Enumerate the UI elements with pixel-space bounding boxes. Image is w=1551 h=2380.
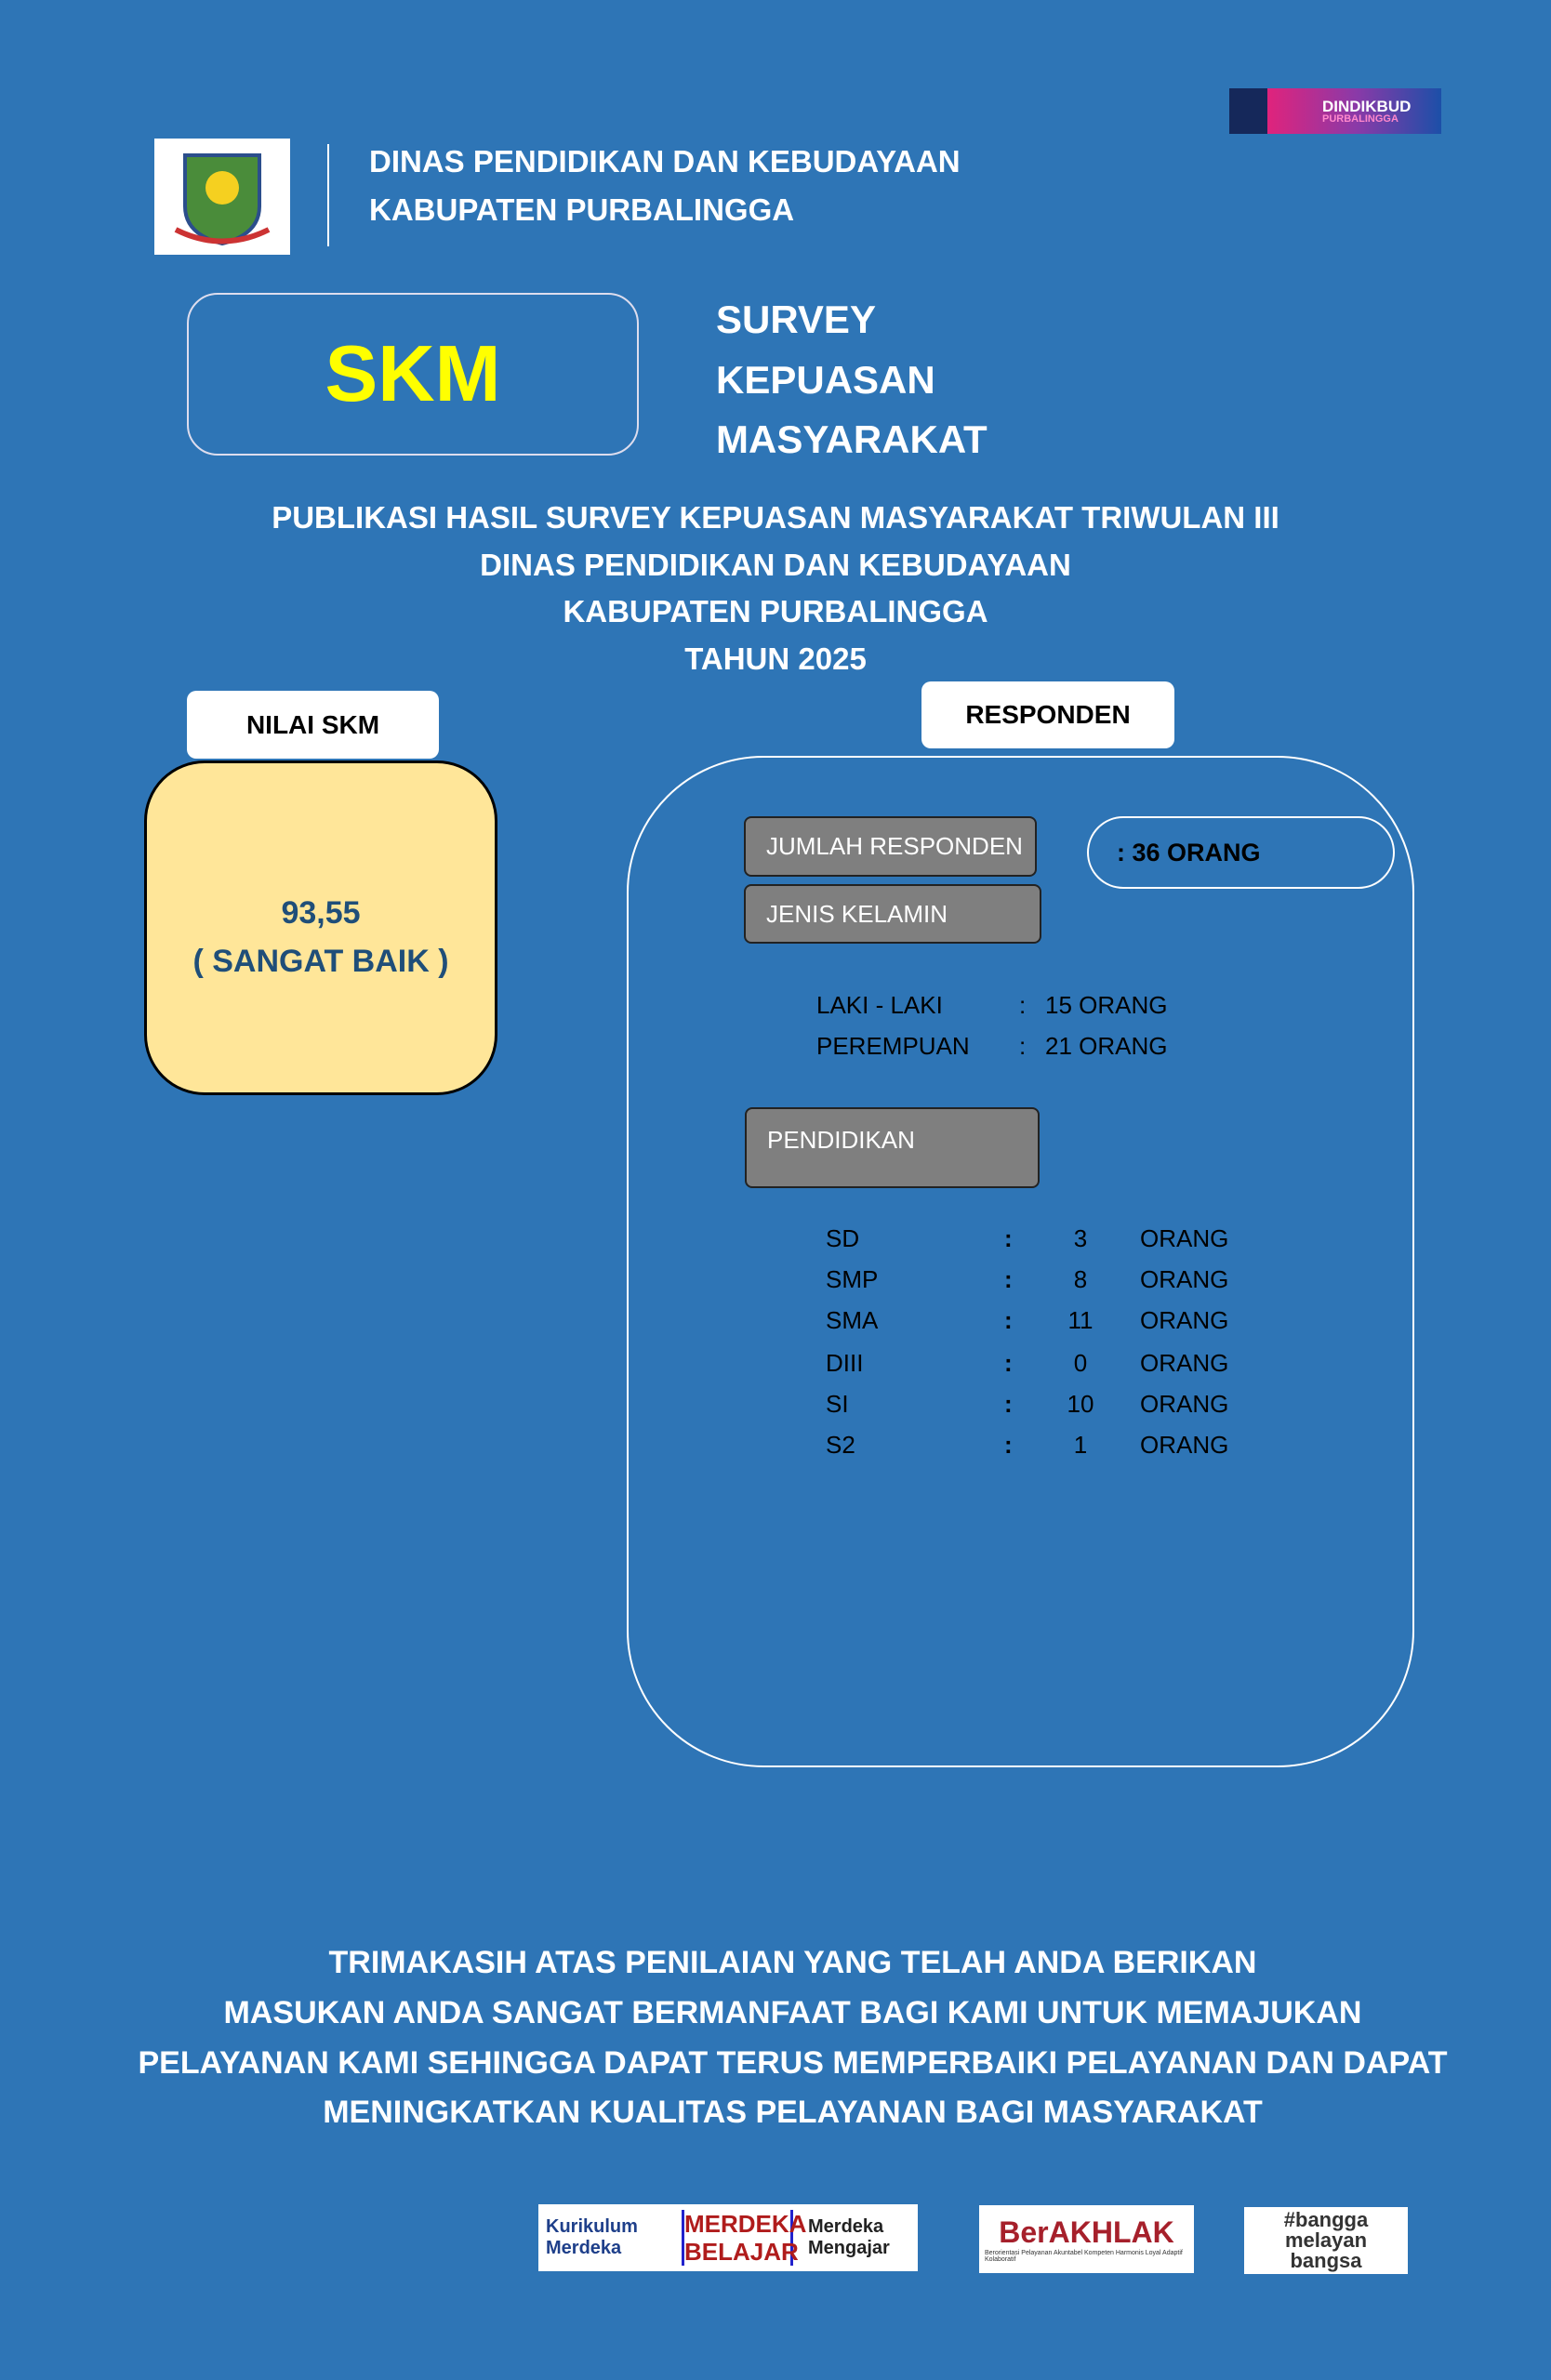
education-count: 10 — [1067, 1390, 1094, 1418]
education-level: S2 — [826, 1431, 855, 1459]
header-region: KABUPATEN PURBALINGGA — [369, 192, 795, 227]
gender-value: 15 ORANG — [1045, 991, 1168, 1019]
education-level: SMA — [826, 1306, 879, 1334]
education-count: 1 — [1073, 1431, 1088, 1459]
education-unit: ORANG — [1140, 1431, 1229, 1459]
education-level: SD — [826, 1224, 860, 1252]
purbalingga-crest-logo — [154, 139, 290, 255]
education-unit: ORANG — [1140, 1224, 1229, 1252]
education-colon: : — [1004, 1390, 1013, 1418]
bangga-melayani-logo: #bangga melayan bangsa — [1244, 2207, 1408, 2274]
skm-score: 93,55 — [281, 895, 361, 931]
berakhlak-text: BerAKHLAK — [999, 2215, 1174, 2249]
merdeka-mengajar-text: Merdeka Mengajar — [808, 2216, 890, 2258]
skm-title-box: SKM — [187, 293, 639, 456]
badge-line2: PURBALINGGA — [1322, 112, 1399, 125]
education-colon: : — [1004, 1306, 1013, 1334]
nilai-skm-card: 93,55 ( SANGAT BAIK ) — [144, 760, 497, 1095]
education-colon: : — [1004, 1349, 1013, 1377]
survey-title-3: MASYARAKAT — [716, 417, 988, 461]
education-colon: : — [1004, 1224, 1013, 1252]
education-count: 3 — [1073, 1224, 1088, 1252]
education-level: SI — [826, 1390, 849, 1418]
publication-line: PUBLIKASI HASIL SURVEY KEPUASAN MASYARAK… — [272, 500, 1279, 535]
gender-colon: : — [1019, 991, 1027, 1019]
merdeka-belajar-text: MERDEKA BELAJAR — [682, 2210, 806, 2266]
pendidikan-label: PENDIDIKAN — [745, 1107, 1040, 1188]
closing-line: TRIMAKASIH ATAS PENILAIAN YANG TELAH AND… — [328, 1945, 1257, 1980]
education-unit: ORANG — [1140, 1265, 1229, 1293]
jumlah-responden-label: JUMLAH RESPONDEN — [744, 816, 1037, 877]
education-count: 0 — [1073, 1349, 1088, 1377]
survey-title-1: SURVEY — [716, 298, 876, 341]
skm-category: ( SANGAT BAIK ) — [192, 944, 449, 979]
closing-line: PELAYANAN KAMI SEHINGGA DAPAT TERUS MEMP… — [138, 2045, 1448, 2081]
header-agency: DINAS PENDIDIKAN DAN KEBUDAYAAN — [369, 144, 961, 178]
education-unit: ORANG — [1140, 1306, 1229, 1334]
education-level: DIII — [826, 1349, 864, 1377]
nilai-skm-label: NILAI SKM — [187, 691, 439, 759]
gender-label: PEREMPUAN — [816, 1032, 970, 1060]
gender-label: LAKI - LAKI — [816, 991, 943, 1019]
publication-line: KABUPATEN PURBALINGGA — [563, 594, 988, 628]
gender-colon: : — [1019, 1032, 1027, 1060]
education-count: 11 — [1067, 1306, 1094, 1334]
gender-value: 21 ORANG — [1045, 1032, 1168, 1060]
publication-line: TAHUN 2025 — [684, 641, 867, 676]
berakhlak-subtext: Berorientasi Pelayanan Akuntabel Kompete… — [985, 2250, 1183, 2263]
header-divider — [327, 144, 329, 246]
closing-line: MASUKAN ANDA SANGAT BERMANFAAT BAGI KAMI… — [223, 1995, 1362, 2030]
berakhlak-logo: BerAKHLAK Berorientasi Pelayanan Akuntab… — [979, 2205, 1194, 2273]
responden-label: RESPONDEN — [921, 681, 1174, 748]
survey-title-2: KEPUASAN — [716, 358, 935, 402]
education-unit: ORANG — [1140, 1390, 1229, 1418]
jumlah-responden-value: : 36 ORANG — [1087, 816, 1395, 889]
merdeka-belajar-logo: Kurikulum Merdeka MERDEKA BELAJAR Merdek… — [538, 2204, 918, 2271]
kurikulum-merdeka-text: Kurikulum Merdeka — [546, 2216, 638, 2258]
education-colon: : — [1004, 1265, 1013, 1293]
education-level: SMP — [826, 1265, 879, 1293]
education-unit: ORANG — [1140, 1349, 1229, 1377]
badge-line1: DINDIKBUD — [1322, 97, 1412, 115]
jenis-kelamin-label: JENIS KELAMIN — [744, 884, 1041, 944]
closing-line: MENINGKATKAN KUALITAS PELAYANAN BAGI MAS… — [323, 2095, 1263, 2130]
education-colon: : — [1004, 1431, 1013, 1459]
publication-line: DINAS PENDIDIKAN DAN KEBUDAYAAN — [480, 548, 1071, 582]
responden-panel — [627, 756, 1414, 1767]
education-count: 8 — [1073, 1265, 1088, 1293]
